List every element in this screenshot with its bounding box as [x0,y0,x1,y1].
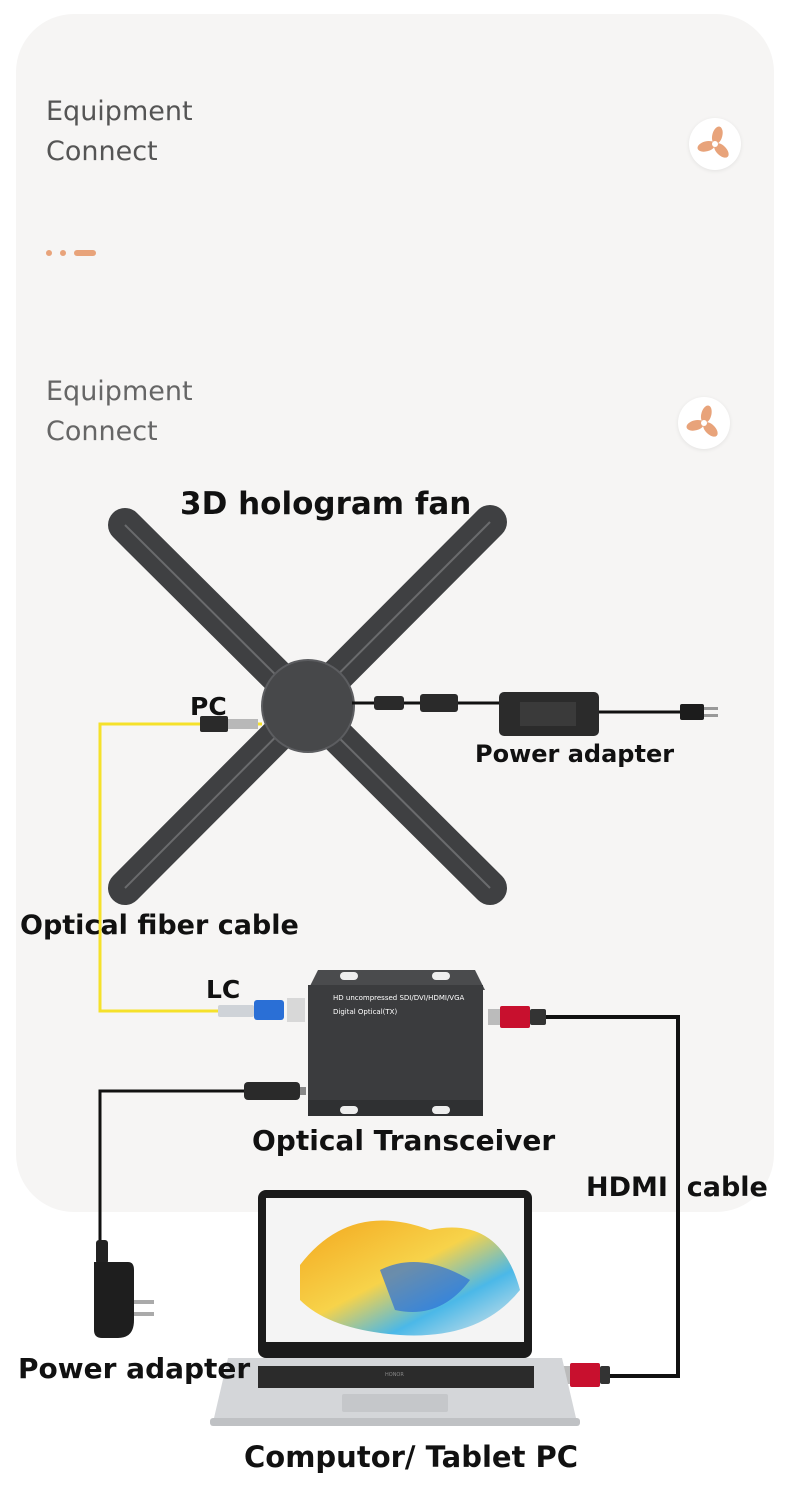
hdmi-cable-label: HDMI cable [586,1172,768,1203]
lc-label: LC [206,975,241,1004]
transceiver-text-line1: HD uncompressed SDI/DVI/HDMI/VGA [333,994,465,1002]
hdmi-cable [488,1006,680,1387]
power-adapter-top [352,692,718,736]
fan-icon[interactable] [689,118,741,170]
pc-label: PC [190,692,227,721]
computer-label: Computor/ Tablet PC [244,1440,579,1474]
transceiver-label: Optical Transceiver [252,1124,556,1157]
optical-transceiver-box [308,970,485,1116]
dot [60,249,66,256]
optical-fiber [98,716,305,1022]
fan-label: 3D hologram fan [180,486,472,522]
dot [46,249,52,256]
pagination-dots [46,242,96,261]
power-adapter-label-bottom: Power adapter [18,1352,251,1385]
laptop [210,1190,580,1426]
section-title: Equipment Connect [46,376,193,447]
hologram-fan [108,505,507,905]
fan-icon[interactable] [678,397,730,449]
transceiver-text-line2: Digital Optical(TX) [333,1008,397,1016]
power-adapter-label-top: Power adapter [475,740,675,768]
fiber-cable-label: Optical fiber cable [20,910,299,941]
power-cable-bottom [94,1082,306,1338]
section-title: Equipment Connect [46,96,193,167]
laptop-brand: HONOR [385,1372,404,1378]
active-dash [74,249,96,256]
